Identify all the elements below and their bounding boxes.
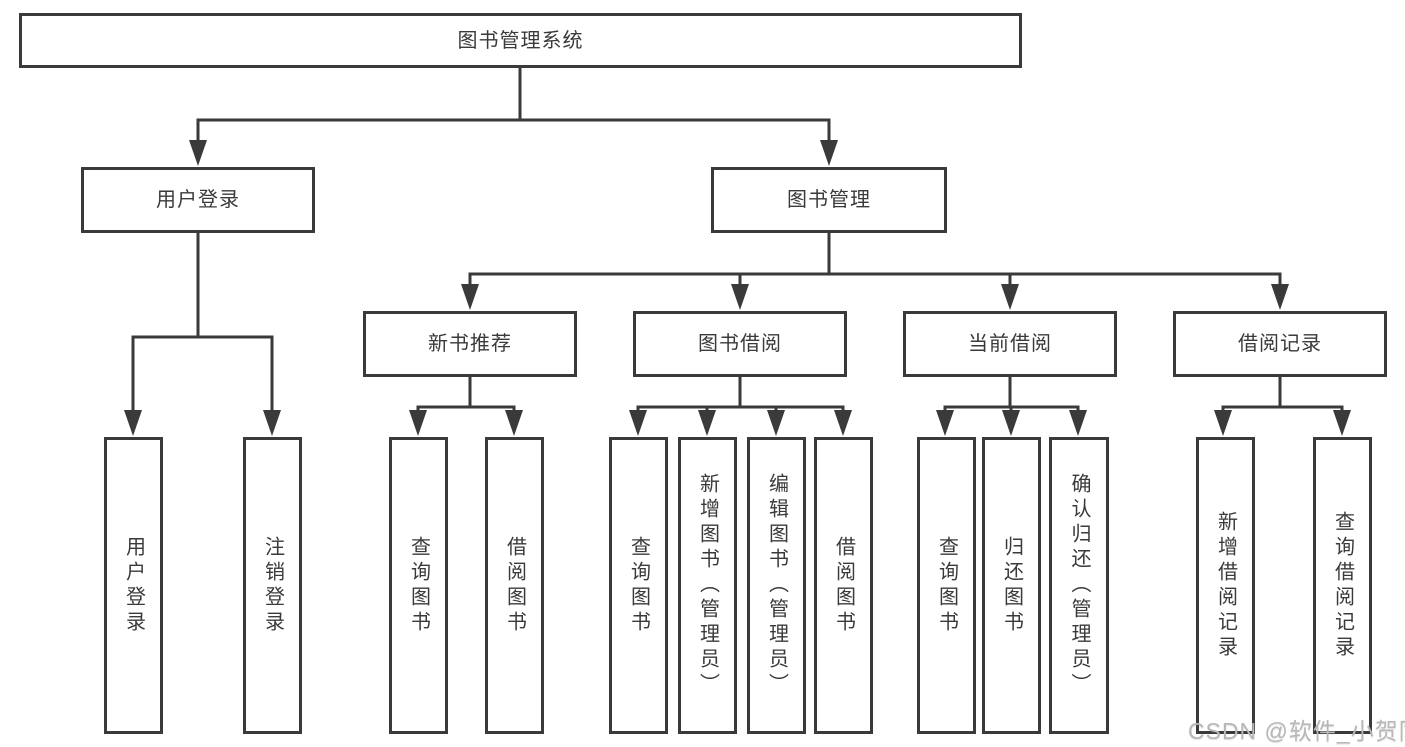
node-borrow-books: 借阅图书 (814, 437, 873, 734)
node-label: 图书管理 (787, 189, 871, 211)
arrow-head (698, 410, 716, 436)
arrow-head (263, 410, 281, 436)
node-library-management-system: 图书管理系统 (19, 13, 1022, 68)
node-borrow-records: 借阅记录 (1173, 311, 1387, 377)
arrow-head (767, 410, 785, 436)
node-label: 借阅记录 (1238, 333, 1322, 355)
node-label: 注销登录 (261, 535, 284, 636)
arrow-head (505, 410, 523, 436)
connector-bookmgmt-to-level2 (461, 232, 1289, 310)
arrow-head (189, 140, 207, 166)
arrow-head (834, 410, 852, 436)
node-query-borrow-record: 查询借阅记录 (1313, 437, 1372, 734)
connector-current-to-leaves (936, 376, 1087, 436)
node-edit-book-admin: 编辑图书（管理员） (747, 437, 806, 734)
node-label: 用户登录 (156, 189, 240, 211)
node-label: 归还图书 (1000, 535, 1023, 636)
node-logout: 注销登录 (243, 437, 302, 734)
node-query-books-current: 查询图书 (917, 437, 976, 734)
node-book-borrow: 图书借阅 (633, 311, 847, 377)
node-label: 新增借阅记录 (1214, 510, 1237, 661)
node-new-book-recommend: 新书推荐 (363, 311, 577, 377)
connector-newbook-to-leaves (409, 376, 523, 436)
node-add-borrow-record: 新增借阅记录 (1196, 437, 1255, 734)
node-label: 用户登录 (122, 535, 145, 636)
node-label: 当前借阅 (968, 333, 1052, 355)
arrow-head (124, 410, 142, 436)
node-confirm-return-admin: 确认归还（管理员） (1049, 437, 1109, 734)
node-login: 用户登录 (104, 437, 163, 734)
connector-borrow-to-leaves (629, 376, 852, 436)
node-add-book-admin: 新增图书（管理员） (678, 437, 737, 734)
node-label: 图书借阅 (698, 333, 782, 355)
arrow-head (409, 410, 427, 436)
node-query-books-recommend: 查询图书 (389, 437, 448, 734)
node-label: 查询图书 (627, 535, 650, 636)
arrow-head (1001, 284, 1019, 310)
node-label: 查询借阅记录 (1331, 510, 1354, 661)
node-user-login: 用户登录 (81, 167, 315, 233)
connector-userlogin-to-leaves (124, 232, 281, 436)
connector-records-to-leaves (1214, 376, 1351, 436)
node-label: 图书管理系统 (457, 29, 584, 52)
connector-root-to-level1 (189, 67, 838, 166)
node-label: 借阅图书 (832, 535, 855, 636)
node-return-book: 归还图书 (982, 437, 1041, 734)
node-book-management: 图书管理 (711, 167, 947, 233)
arrow-head (1271, 284, 1289, 310)
arrow-head (936, 410, 954, 436)
node-query-books-borrow: 查询图书 (609, 437, 668, 734)
node-label: 新增图书（管理员） (696, 473, 719, 698)
arrow-head (1002, 410, 1020, 436)
node-label: 新书推荐 (428, 333, 512, 355)
arrow-head (1214, 410, 1232, 436)
node-label: 借阅图书 (503, 535, 526, 636)
arrow-head (629, 410, 647, 436)
arrow-head (820, 140, 838, 166)
node-label: 查询图书 (935, 535, 958, 636)
node-label: 查询图书 (407, 535, 430, 636)
node-label: 确认归还（管理员） (1068, 473, 1090, 698)
arrow-head (1069, 410, 1087, 436)
node-borrow-books-recommend: 借阅图书 (485, 437, 544, 734)
arrow-head (1333, 410, 1351, 436)
node-label: 编辑图书（管理员） (765, 473, 788, 698)
arrow-head (461, 284, 479, 310)
watermark: CSDN @软件_小贺同学 (1188, 718, 1405, 744)
node-current-borrow: 当前借阅 (903, 311, 1117, 377)
arrow-head (731, 284, 749, 310)
